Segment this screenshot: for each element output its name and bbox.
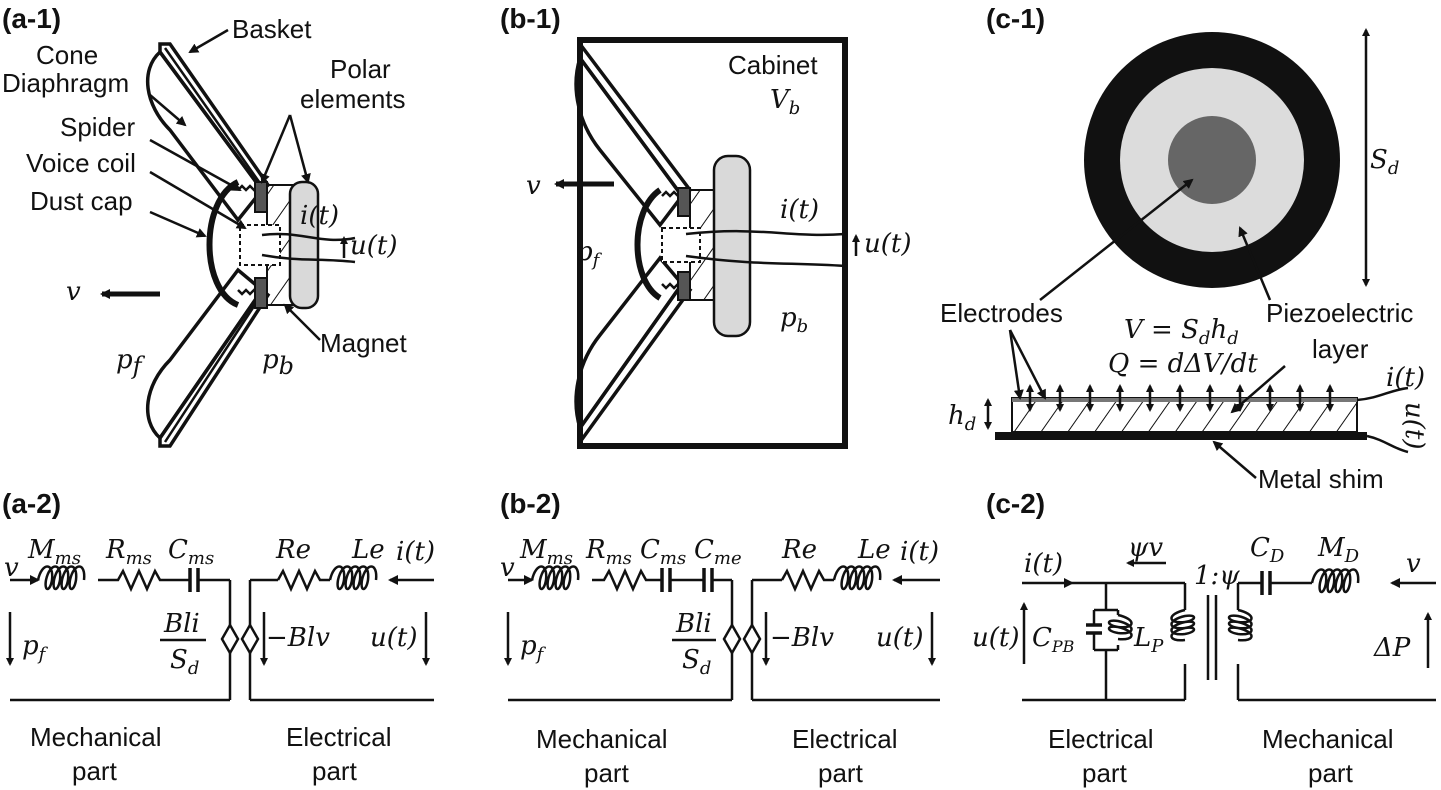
label-current-c1: i(t)	[1386, 363, 1425, 393]
a1-labels: Basket Cone Diaphragm Polar elements Spi…	[2, 14, 407, 380]
label-re-a2: Re	[275, 535, 311, 565]
label-le-b2: Le	[857, 535, 891, 565]
label-voltage-b1: u(t)	[864, 229, 911, 259]
circuit-b2	[504, 565, 940, 702]
caption-mechanical-a2: Mechanical	[30, 722, 162, 752]
label-mms-a2: Mms	[27, 535, 81, 569]
label-basket: Basket	[232, 14, 312, 44]
label-bli-num-b2: Bli	[675, 609, 712, 639]
piezo-disc-drawing	[995, 28, 1409, 454]
c1-labels: Sd Electrodes V = Sdhd Q = dΔV/dt Piezoe…	[940, 145, 1429, 494]
label-volume-eq: V = Sdhd	[1124, 315, 1239, 349]
panel-label-b2: (b-2)	[500, 488, 561, 519]
caption-electrical-c2: Electrical	[1048, 724, 1153, 754]
caption-electrical-b2: Electrical	[792, 724, 897, 754]
label-v-a2: v	[4, 553, 19, 583]
label-voltage-a2: u(t)	[370, 623, 417, 653]
label-pb-b1: pb	[780, 303, 808, 337]
label-sd: Sd	[1370, 145, 1399, 179]
label-velocity-b1: v	[526, 171, 541, 201]
label-ratio: 1:ψ	[1194, 561, 1240, 591]
c2-labels: i(t) ψv 1:ψ CD MD v u(t) CPB LP ΔP Elect…	[972, 533, 1421, 788]
caption-part-mech-c2: part	[1308, 758, 1354, 788]
label-v-c2: v	[1406, 549, 1421, 579]
label-electrodes: Electrodes	[940, 298, 1063, 328]
label-le-a2: Le	[351, 535, 385, 565]
label-layer: layer	[1312, 334, 1369, 364]
label-md: MD	[1317, 533, 1360, 567]
caption-mechanical-b2: Mechanical	[536, 724, 668, 754]
label-cms-b2: Cms	[640, 535, 686, 569]
label-voltage-c1: u(t)	[1399, 402, 1429, 449]
label-voice-coil: Voice coil	[26, 148, 136, 178]
label-blv-a2: −Blv	[266, 623, 330, 653]
label-voltage-c2: u(t)	[972, 623, 1019, 653]
caption-part-mech-b2: part	[584, 758, 630, 788]
label-cpb: CPB	[1032, 623, 1075, 656]
label-magnet: Magnet	[320, 328, 407, 358]
label-diaphragm: Diaphragm	[2, 68, 129, 98]
panel-label-a2: (a-2)	[2, 488, 61, 519]
label-current-a2: i(t)	[396, 537, 435, 567]
label-current-b1: i(t)	[780, 195, 819, 225]
label-vb: Vb	[770, 85, 800, 119]
label-cme-b2: Cme	[694, 535, 742, 569]
a2-labels: v Mms Rms Cms Re Le i(t) pf Bli Sd −Blv …	[4, 535, 435, 786]
label-voltage-a1: u(t)	[350, 231, 397, 261]
label-piezoelectric: Piezoelectric	[1266, 298, 1413, 328]
label-cms-a2: Cms	[168, 535, 214, 569]
caption-electrical-a2: Electrical	[286, 722, 391, 752]
label-lp: LP	[1133, 623, 1164, 657]
label-elements: elements	[300, 84, 406, 114]
circuit-c2	[1020, 559, 1436, 702]
panel-label-a1: (a-1)	[2, 3, 61, 34]
label-delta-p: ΔP	[1373, 633, 1411, 663]
label-metal-shim: Metal shim	[1258, 464, 1384, 494]
label-pb-a1: pb	[262, 345, 294, 380]
circuit-a2	[6, 565, 434, 702]
caption-part-elec-b2: part	[818, 758, 864, 788]
label-cone: Cone	[36, 40, 98, 70]
caption-mechanical-c2: Mechanical	[1262, 724, 1394, 754]
label-bli-den-b2: Sd	[682, 645, 711, 679]
panel-label-c1: (c-1)	[986, 3, 1045, 34]
label-charge-eq: Q = dΔV/dt	[1108, 349, 1258, 379]
panel-label-b1: (b-1)	[500, 3, 561, 34]
label-hd: hd	[948, 401, 976, 435]
loudspeaker-drawing	[145, 42, 356, 448]
label-bli-num-a2: Bli	[163, 609, 200, 639]
label-pf-a1: pf	[116, 345, 146, 380]
b2-labels: v Mms Rms Cms Cme Re Le i(t) pf Bli Sd −…	[500, 535, 939, 788]
label-cd: CD	[1250, 533, 1285, 567]
caption-part-mech-a2: part	[72, 756, 118, 786]
label-v-b2: v	[500, 553, 515, 583]
label-current-b2: i(t)	[900, 537, 939, 567]
cabinet-drawing	[574, 37, 848, 449]
label-blv-b2: −Blv	[770, 623, 834, 653]
label-psi-v: ψv	[1128, 533, 1163, 563]
label-current-a1: i(t)	[300, 201, 339, 231]
label-pf-b2: pf	[520, 631, 547, 665]
label-re-b2: Re	[781, 535, 817, 565]
label-bli-den-a2: Sd	[170, 645, 199, 679]
panel-label-c2: (c-2)	[986, 488, 1045, 519]
label-dust-cap: Dust cap	[30, 186, 133, 216]
label-current-c2: i(t)	[1024, 549, 1063, 579]
label-rms-b2: Rms	[585, 535, 632, 569]
label-polar: Polar	[330, 54, 391, 84]
label-mms-b2: Mms	[519, 535, 573, 569]
label-spider: Spider	[60, 112, 135, 142]
caption-part-elec-a2: part	[312, 756, 358, 786]
caption-part-elec-c2: part	[1082, 758, 1128, 788]
b1-labels: Cabinet Vb v i(t) u(t) pf pb	[526, 50, 911, 337]
label-cabinet: Cabinet	[728, 50, 818, 80]
label-voltage-b2: u(t)	[876, 623, 923, 653]
label-velocity-a1: v	[66, 277, 81, 307]
label-pf-a2: pf	[22, 631, 49, 665]
label-rms-a2: Rms	[105, 535, 152, 569]
